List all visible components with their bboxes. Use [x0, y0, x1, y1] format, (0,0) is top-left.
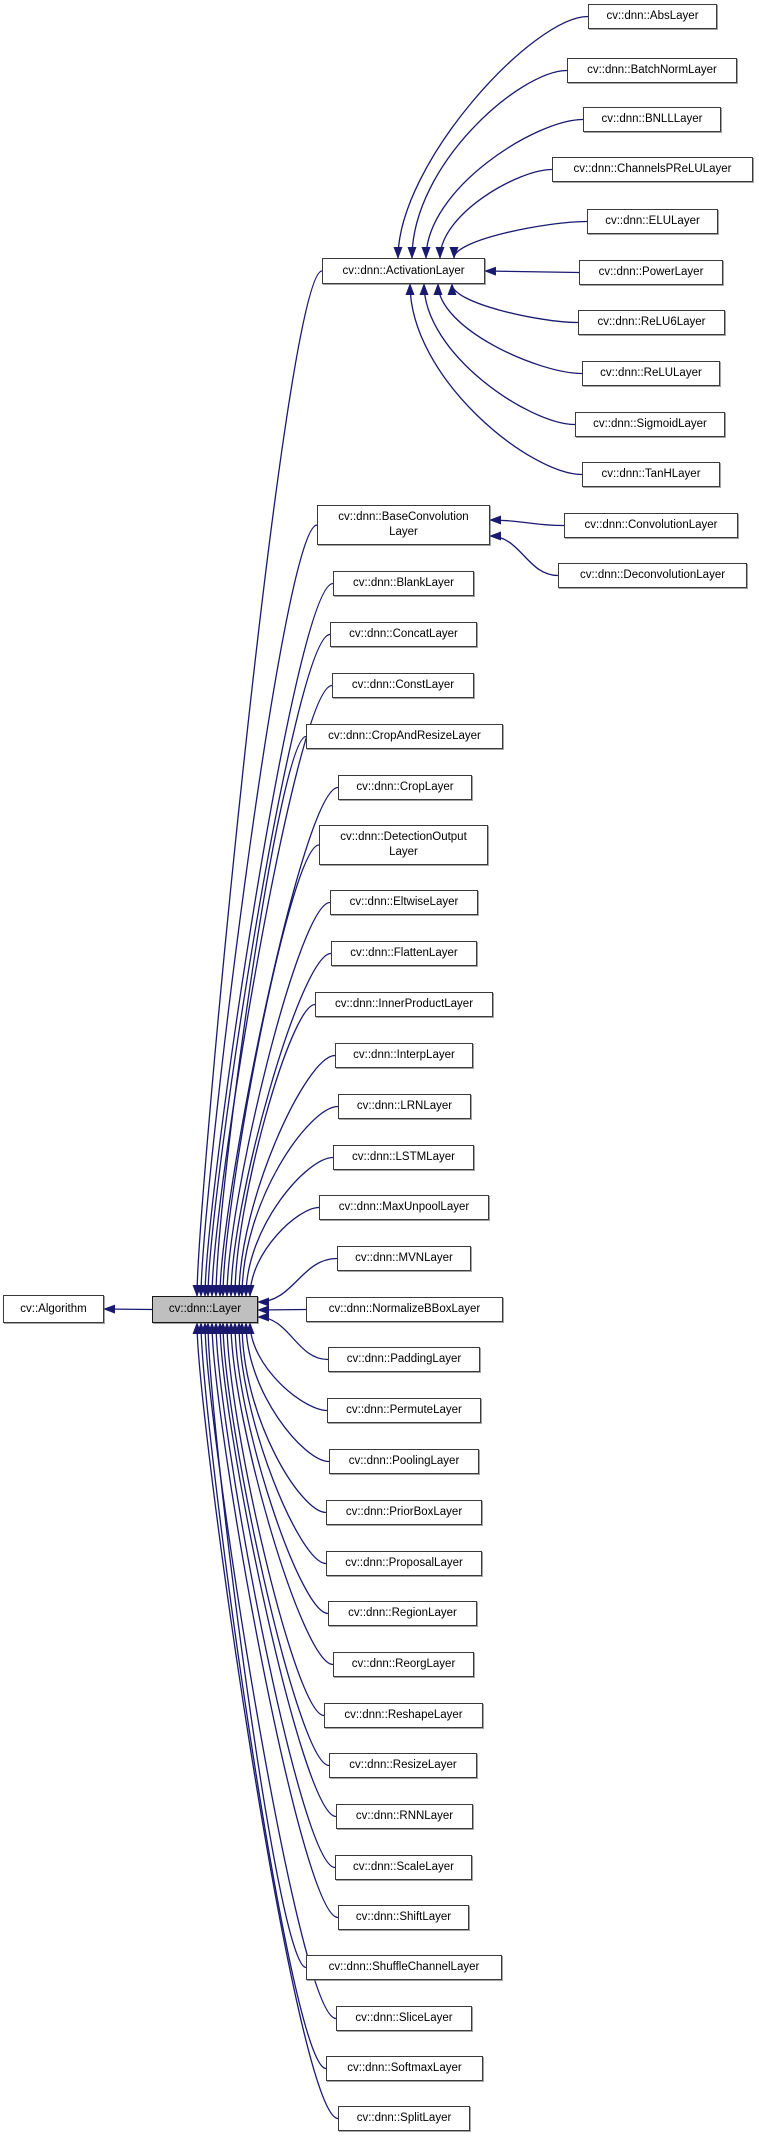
- edge-cropandresize-to-layer: [211, 735, 307, 1297]
- edge-reorg-to-layer: [226, 1322, 334, 1666]
- edge-mvn-to-layer: [257, 1257, 338, 1307]
- node-shift[interactable]: cv::dnn::ShiftLayer: [338, 1905, 469, 1930]
- node-padding[interactable]: cv::dnn::PaddingLayer: [328, 1347, 480, 1372]
- edge-interp-to-layer: [234, 1054, 336, 1297]
- edge-slice-to-layer: [200, 1322, 337, 2020]
- node-split[interactable]: cv::dnn::SplitLayer: [338, 2106, 470, 2131]
- node-mvn[interactable]: cv::dnn::MVNLayer: [337, 1246, 471, 1271]
- node-normalizebbox[interactable]: cv::dnn::NormalizeBBoxLayer: [306, 1297, 503, 1322]
- edge-blank-to-layer: [200, 582, 334, 1297]
- edge-concat-to-layer: [203, 633, 331, 1297]
- node-cropandresize[interactable]: cv::dnn::CropAndResizeLayer: [306, 724, 503, 749]
- node-resize[interactable]: cv::dnn::ResizeLayer: [329, 1753, 477, 1778]
- edge-reshape-to-layer: [222, 1322, 325, 1717]
- node-deconvolution[interactable]: cv::dnn::DeconvolutionLayer: [558, 563, 747, 588]
- node-slice[interactable]: cv::dnn::SliceLayer: [336, 2006, 472, 2031]
- edge-detectionoutput-to-layer: [218, 844, 320, 1297]
- edge-channelsprelu-to-activation: [435, 168, 553, 259]
- edge-proposal-to-layer: [234, 1322, 327, 1565]
- edge-sigmoid-to-activation: [419, 283, 576, 426]
- edge-resize-to-layer: [218, 1322, 330, 1767]
- edge-deconvolution-to-baseconv: [489, 531, 559, 577]
- edge-batchnorm-to-activation: [407, 69, 568, 259]
- edge-convolution-to-baseconv: [489, 515, 565, 527]
- edge-rnn-to-layer: [215, 1322, 337, 1818]
- edge-bnll-to-activation: [421, 118, 584, 259]
- edge-pooling-to-layer: [241, 1322, 330, 1463]
- edge-innerproduct-to-layer: [230, 1003, 316, 1297]
- edge-tanh-to-activation: [405, 283, 583, 476]
- node-crop[interactable]: cv::dnn::CropLayer: [338, 775, 472, 800]
- node-maxunpool[interactable]: cv::dnn::MaxUnpoolLayer: [319, 1195, 489, 1220]
- node-pooling[interactable]: cv::dnn::PoolingLayer: [329, 1449, 479, 1474]
- edge-relu-to-activation: [433, 283, 583, 375]
- node-region[interactable]: cv::dnn::RegionLayer: [328, 1601, 477, 1626]
- node-flatten[interactable]: cv::dnn::FlattenLayer: [331, 941, 477, 966]
- node-layer: cv::dnn::Layer: [152, 1296, 258, 1323]
- node-priorbox[interactable]: cv::dnn::PriorBoxLayer: [326, 1500, 482, 1525]
- node-softmax[interactable]: cv::dnn::SoftmaxLayer: [326, 2056, 483, 2081]
- node-interp[interactable]: cv::dnn::InterpLayer: [335, 1043, 473, 1068]
- edge-relu6-to-activation: [447, 283, 579, 324]
- edge-priorbox-to-layer: [237, 1322, 327, 1514]
- edge-abs-to-activation: [393, 15, 589, 259]
- edge-normalizebbox-to-layer: [257, 1305, 307, 1315]
- node-eltwise[interactable]: cv::dnn::EltwiseLayer: [330, 890, 478, 915]
- edge-scale-to-layer: [211, 1322, 336, 1869]
- node-algorithm[interactable]: cv::Algorithm: [3, 1295, 104, 1323]
- node-detectionoutput[interactable]: cv::dnn::DetectionOutput Layer: [319, 825, 488, 865]
- node-sigmoid[interactable]: cv::dnn::SigmoidLayer: [575, 412, 725, 437]
- node-abs[interactable]: cv::dnn::AbsLayer: [588, 4, 717, 29]
- node-baseconv[interactable]: cv::dnn::BaseConvolution Layer: [317, 505, 490, 545]
- node-relu6[interactable]: cv::dnn::ReLU6Layer: [578, 310, 725, 335]
- node-lrn[interactable]: cv::dnn::LRNLayer: [338, 1094, 471, 1119]
- edge-padding-to-layer: [257, 1312, 329, 1361]
- node-tanh[interactable]: cv::dnn::TanHLayer: [582, 462, 720, 487]
- node-elu[interactable]: cv::dnn::ELULayer: [587, 209, 718, 234]
- edge-lstm-to-layer: [241, 1156, 334, 1297]
- edge-eltwise-to-layer: [222, 901, 331, 1297]
- node-lstm[interactable]: cv::dnn::LSTMLayer: [333, 1145, 474, 1170]
- node-batchnorm[interactable]: cv::dnn::BatchNormLayer: [567, 58, 737, 83]
- node-rnn[interactable]: cv::dnn::RNNLayer: [336, 1804, 473, 1829]
- edge-maxunpool-to-layer: [245, 1206, 320, 1297]
- edge-flatten-to-layer: [226, 952, 332, 1297]
- node-shufflechannel[interactable]: cv::dnn::ShuffleChannelLayer: [306, 1955, 502, 1980]
- node-permute[interactable]: cv::dnn::PermuteLayer: [327, 1398, 481, 1423]
- edge-split-to-layer: [192, 1322, 339, 2120]
- node-reshape[interactable]: cv::dnn::ReshapeLayer: [324, 1703, 483, 1728]
- node-innerproduct[interactable]: cv::dnn::InnerProductLayer: [315, 992, 493, 1017]
- edge-baseconv-to-layer: [196, 524, 318, 1297]
- node-power[interactable]: cv::dnn::PowerLayer: [579, 260, 723, 285]
- edge-permute-to-layer: [245, 1322, 328, 1412]
- node-const[interactable]: cv::dnn::ConstLayer: [332, 673, 474, 698]
- edge-elu-to-activation: [449, 220, 588, 259]
- edge-activation-to-layer: [192, 270, 323, 1297]
- node-blank[interactable]: cv::dnn::BlankLayer: [333, 571, 474, 596]
- edge-region-to-layer: [230, 1322, 329, 1615]
- node-reorg[interactable]: cv::dnn::ReorgLayer: [333, 1652, 474, 1677]
- node-convolution[interactable]: cv::dnn::ConvolutionLayer: [564, 513, 738, 538]
- node-activation[interactable]: cv::dnn::ActivationLayer: [322, 258, 485, 284]
- edge-softmax-to-layer: [196, 1322, 327, 2070]
- edge-power-to-activation: [484, 266, 580, 276]
- node-concat[interactable]: cv::dnn::ConcatLayer: [330, 622, 477, 647]
- edge-const-to-layer: [207, 684, 333, 1297]
- edge-lrn-to-layer: [237, 1105, 339, 1297]
- node-proposal[interactable]: cv::dnn::ProposalLayer: [326, 1551, 482, 1576]
- node-channelsprelu[interactable]: cv::dnn::ChannelsPReLULayer: [552, 157, 753, 182]
- node-relu[interactable]: cv::dnn::ReLULayer: [582, 361, 720, 386]
- node-bnll[interactable]: cv::dnn::BNLLLayer: [583, 107, 721, 132]
- edge-layer-to-algorithm: [103, 1304, 153, 1314]
- edge-shufflechannel-to-layer: [203, 1322, 307, 1969]
- node-scale[interactable]: cv::dnn::ScaleLayer: [335, 1855, 472, 1880]
- edge-shift-to-layer: [207, 1322, 339, 1919]
